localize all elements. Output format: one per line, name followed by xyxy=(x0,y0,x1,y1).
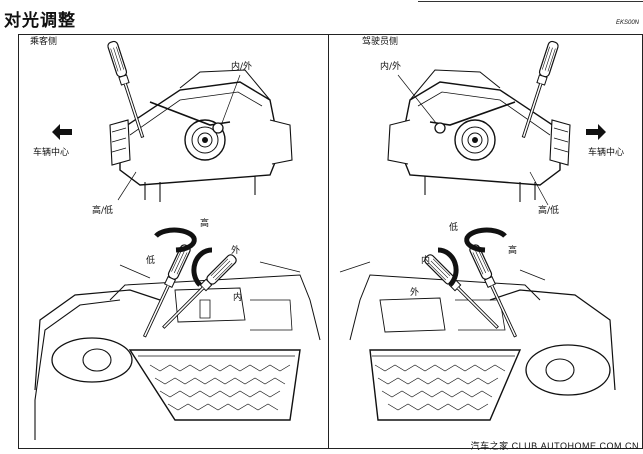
panel-divider xyxy=(328,34,329,449)
top-rule xyxy=(418,1,643,2)
right-center-label: 车辆中心 xyxy=(588,148,625,158)
right-out-label: 外 xyxy=(410,288,420,298)
page-title: 对光调整 xyxy=(4,11,76,31)
right-high-label: 高 xyxy=(508,246,518,256)
left-panel-title: 乘客侧 xyxy=(30,37,58,47)
right-low-label: 低 xyxy=(449,223,459,233)
watermark: 汽车之家 CLUB.AUTOHOME.COM.CN xyxy=(470,441,639,451)
left-inout-label: 内/外 xyxy=(231,62,253,72)
right-inout-label: 内/外 xyxy=(380,62,402,72)
right-in-label: 内 xyxy=(421,256,431,266)
left-in-label: 内 xyxy=(233,293,243,303)
left-car-illustration xyxy=(34,227,321,440)
right-panel-title: 驾驶员侧 xyxy=(362,37,399,47)
left-out-label: 外 xyxy=(231,246,241,256)
left-lamp-illustration xyxy=(106,39,293,203)
left-center-label: 车辆中心 xyxy=(33,148,70,158)
right-updown-label: 高/低 xyxy=(538,206,560,216)
figure-code: EKS00N xyxy=(615,20,639,26)
right-lamp-illustration xyxy=(387,39,571,206)
left-updown-label: 高/低 xyxy=(92,206,114,216)
arrow-left-icon xyxy=(52,124,72,140)
left-high-label: 高 xyxy=(200,219,210,229)
left-low-label: 低 xyxy=(146,256,156,266)
right-car-illustration xyxy=(339,227,616,421)
arrow-right-icon xyxy=(586,124,606,140)
